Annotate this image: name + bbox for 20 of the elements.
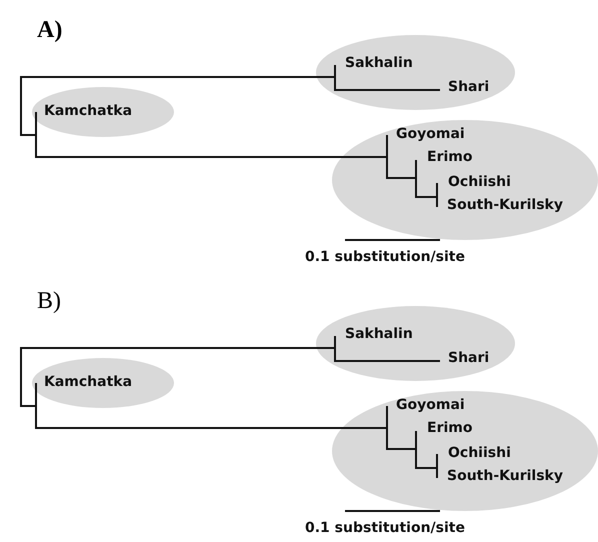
panel-label: A) [37,17,62,43]
taxon-label: Goyomai [396,126,465,142]
taxon-label: South-Kurilsky [447,468,563,484]
scale-label: 0.1 substitution/site [305,249,465,265]
taxon-label: Shari [448,79,490,95]
taxon-label: South-Kurilsky [447,197,563,213]
taxon-label: Sakhalin [345,326,413,342]
taxon-label: Shari [448,350,490,366]
taxon-label: Ochiishi [448,174,511,190]
taxon-label: Ochiishi [448,445,511,461]
taxon-label: Erimo [427,420,472,436]
taxon-label: Erimo [427,149,472,165]
clade-ellipse [32,358,174,408]
panel-label: B) [37,288,61,314]
scale-label: 0.1 substitution/site [305,520,465,536]
taxon-label: Goyomai [396,397,465,413]
taxon-label: Kamchatka [44,103,132,119]
clade-ellipse [32,87,174,137]
taxon-label: Sakhalin [345,55,413,71]
taxon-label: Kamchatka [44,374,132,390]
